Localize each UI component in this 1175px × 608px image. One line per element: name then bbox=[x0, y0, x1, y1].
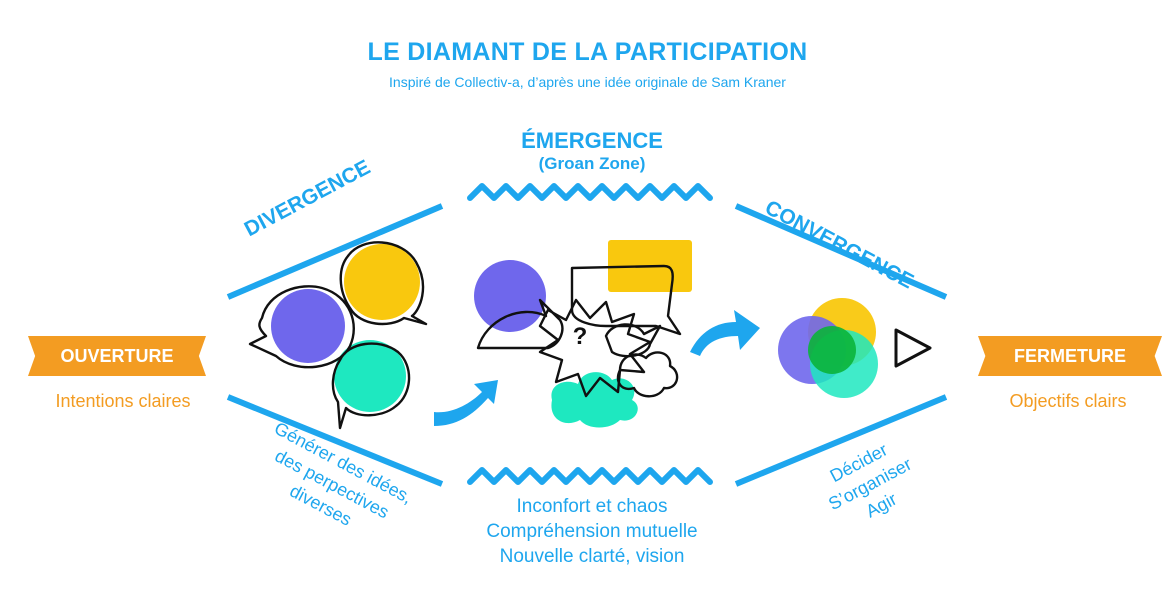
teal-cloud bbox=[551, 372, 638, 428]
play-icon bbox=[894, 328, 932, 368]
fermeture-description: Objectifs clairs bbox=[1009, 391, 1127, 411]
emergence-line: Compréhension mutuelle bbox=[486, 521, 698, 542]
teal-bubble bbox=[334, 340, 406, 412]
emergence-line: Inconfort et chaos bbox=[516, 496, 668, 517]
green-overlap bbox=[808, 326, 856, 374]
arrow-icon bbox=[690, 310, 760, 356]
page-subtitle: Inspiré de Collectiv-a, d’après une idée… bbox=[389, 74, 786, 90]
speech-bubble-outline bbox=[604, 323, 662, 358]
page-title: LE DIAMANT DE LA PARTICIPATION bbox=[367, 38, 808, 66]
emergence-line: Nouvelle clarté, vision bbox=[499, 546, 685, 567]
yellow-bubble bbox=[344, 244, 420, 320]
purple-bubble bbox=[474, 260, 546, 332]
speech-bubble-outline bbox=[476, 298, 564, 350]
purple-bubble bbox=[271, 289, 345, 363]
ouverture-tag: OUVERTURE bbox=[28, 336, 206, 376]
ouverture-description: Intentions claires bbox=[55, 391, 191, 411]
speech-bubble-outline bbox=[339, 241, 428, 326]
question-mark-icon: ? bbox=[573, 323, 588, 350]
convergence-lower-line bbox=[734, 394, 948, 487]
cloud-outline bbox=[616, 351, 679, 398]
divergence-upper-line bbox=[226, 203, 444, 300]
groan-zone-top-wave bbox=[467, 183, 713, 201]
speech-bubble-outline bbox=[570, 264, 682, 336]
emergence-subtitle: (Groan Zone) bbox=[538, 154, 646, 173]
explosion-outline bbox=[538, 298, 652, 398]
emergence-bubbles: ? bbox=[474, 240, 692, 428]
emergence-description: Inconfort et chaos Compréhension mutuell… bbox=[452, 494, 732, 569]
convergence-upper-line bbox=[734, 203, 948, 300]
emergence-title: ÉMERGENCE bbox=[521, 128, 663, 153]
arrow-icon bbox=[434, 380, 498, 426]
groan-zone-bottom-wave bbox=[467, 467, 713, 485]
divergence-lower-line bbox=[226, 394, 444, 487]
speech-bubble-outline bbox=[248, 285, 355, 369]
fermeture-tag: FERMETURE bbox=[978, 336, 1162, 376]
speech-bubble-outline bbox=[331, 342, 411, 430]
divergence-bubbles bbox=[248, 241, 428, 430]
convergence-circles bbox=[778, 298, 932, 398]
